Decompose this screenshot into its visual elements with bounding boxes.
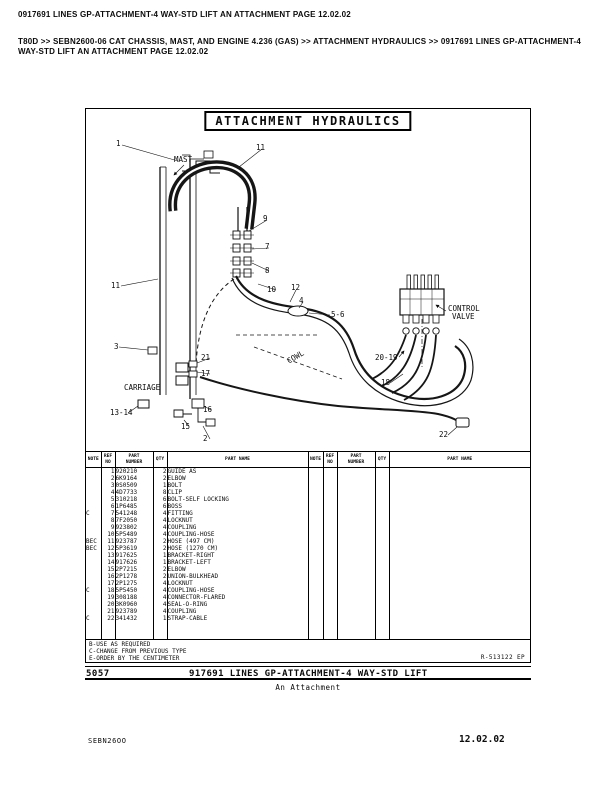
callout-3: 3 [114,342,119,351]
drawing-frame: ATTACHMENT HYDRAULICS [85,108,531,663]
page-number: 5057 [86,669,110,679]
col-header-part-name-2: PART NAME [388,452,530,468]
col-header-ref-no: REF NO [100,452,115,468]
cowl-label: COWL [285,348,306,365]
control-valve-label-line1: CONTROL [448,304,480,313]
col-header-part-number-2: PART NUMBER [336,452,375,468]
legend-notes: B-USE AS REQUIRED C-CHANGE FROM PREVIOUS… [89,641,187,662]
callout-15: 15 [181,422,190,431]
callout-11-top: 11 [256,143,265,152]
figure-subtitle: An Attachment [275,683,341,692]
hose-loop [168,160,257,230]
col-header-part-number: PART NUMBER [114,452,153,468]
carriage-drawing [137,346,216,427]
callout-8: 8 [265,266,270,275]
mast-drawing [159,150,220,399]
callout-5-6: 5-6 [331,310,345,319]
document-title: 0917691 LINES GP-ATTACHMENT-4 WAY-STD LI… [18,10,351,19]
callout-20-19: 20-19 [375,353,398,362]
callout-2: 2 [203,434,208,443]
drawing-ref-code: R-513122 EP [480,654,525,661]
callout-18: 18 [381,378,391,387]
figure-title: 917691 LINES GP-ATTACHMENT-4 WAY-STD LIF… [189,669,428,679]
col-header-ref-no-2: REF NO [322,452,337,468]
callout-13-14: 13-14 [110,408,133,417]
carriage-label: CARRIAGE [124,383,161,392]
col-header-note: NOTE [86,452,101,468]
legend-note-c: C-CHANGE FROM PREVIOUS TYPE [89,648,187,655]
callout-1: 1 [116,139,121,148]
breadcrumb: T80D >> SEBN2600-06 CAT CHASSIS, MAST, A… [18,37,582,56]
parts-table: NOTE REF NO PART NUMBER QTY PART NAME NO… [86,452,530,640]
col-header-note-2: NOTE [307,452,323,468]
callout-9: 9 [263,214,268,223]
callout-12: 12 [291,283,300,292]
callout-21: 21 [201,353,210,362]
callout-17: 17 [201,369,210,378]
legend-note-b: B-USE AS REQUIRED [89,641,151,648]
hydraulic-diagram: 1 MAST 11 9 7 8 11 10 12 4 5-6 CONTROL V… [110,139,480,443]
hose-runs [195,275,474,427]
callout-7: 7 [265,242,270,251]
callout-10: 10 [267,285,277,294]
callout-11-left: 11 [111,281,120,290]
legend-note-e: E-ORDER BY THE CENTIMETER [89,655,180,662]
table-filler-row [86,622,530,640]
callout-16: 16 [203,405,213,414]
figure-title-row: 5057 917691 LINES GP-ATTACHMENT-4 WAY-ST… [85,666,531,680]
callout-4: 4 [299,296,304,305]
mast-label: MAST [174,155,193,164]
callout-22: 22 [439,430,448,439]
diagram-title: ATTACHMENT HYDRAULICS [204,111,412,131]
col-header-part-name: PART NAME [166,452,308,468]
parts-table-region: NOTE REF NO PART NUMBER QTY PART NAME NO… [86,451,530,640]
control-valve-label-line2: VALVE [452,312,475,321]
media-number: SEBN26OO [88,737,127,745]
parts-table-header: NOTE REF NO PART NUMBER QTY PART NAME NO… [86,452,530,468]
leader-lines [118,144,458,440]
col-header-qty-2: QTY [374,452,389,468]
col-header-qty: QTY [152,452,167,468]
footer-date: 12.02.02 [459,734,505,745]
control-valve-drawing [371,274,470,428]
legend-strip: B-USE AS REQUIRED C-CHANGE FROM PREVIOUS… [86,639,530,662]
